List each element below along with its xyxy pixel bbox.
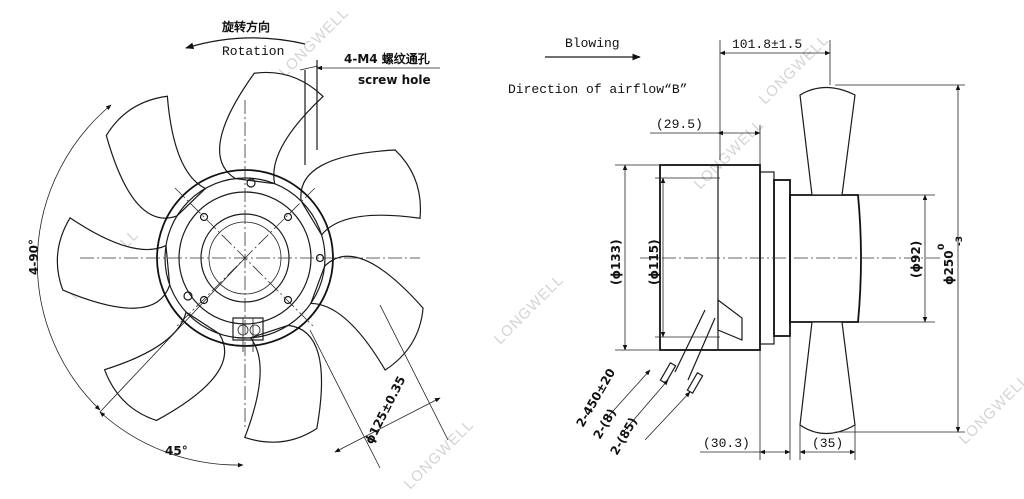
fan-blade [243,324,323,443]
cable-gland-side [717,298,743,341]
dim-30-3-label: (30.3) [703,436,750,451]
fan-blade [105,95,207,219]
fan-blades [56,71,424,443]
rotation-label-en: Rotation [222,44,284,59]
screw-hole [283,295,293,305]
cable-gland [232,317,264,341]
lead-dimension-line [624,379,669,431]
blowing-label: Blowing [565,36,620,51]
rotation-label-cn: 旋转方向 [221,19,270,34]
dim-250-tol-upper: 0 [937,244,947,250]
dim-133-label: (ϕ133) [609,239,623,285]
angle-label-90: 4-90° [27,239,41,275]
side-view: Blowing Direction of airflow“B” 101.8±1.… [508,36,965,460]
dim-250-label: ϕ250 [942,250,956,285]
watermark: LONGWELL [491,271,568,348]
screw-hole [183,291,193,301]
front-view: 旋转方向 Rotation 4-M4 螺纹通孔 screw hole 4-90°… [27,19,449,469]
fan-blade [218,71,324,185]
dim-115-label: (ϕ115) [647,239,661,285]
fan-blade [309,255,424,371]
dim-35-label: (35) [812,436,843,451]
watermark: LONGWELL [401,416,478,493]
airflow-label: Direction of airflow“B” [508,82,687,97]
watermark: LONGWELL [276,4,353,81]
screw-hole [246,178,256,188]
motor-body [659,164,761,351]
fan-blade [103,311,226,422]
fan-blade [56,217,171,309]
angle-arc-90 [36,104,112,411]
cable-end [237,324,249,336]
motor-flange-side [717,164,761,351]
screw-hole [199,295,209,305]
lead-dimension-line [644,391,691,441]
cable-side [674,309,706,373]
pcd-dimension-line [334,397,441,453]
blade-side-lower [799,321,856,435]
diameter-125-label: ϕ125±0.35 [362,374,408,447]
screw-hole-label-cn: 4-M4 螺纹通孔 [344,51,430,66]
blade-side-upper [799,86,856,196]
dim-29-5-label: (29.5) [656,117,703,132]
angle-label-45: 45° [165,444,188,458]
dim-250-tol-lower: -3 [955,236,965,246]
cable-terminal [659,362,677,384]
screw-hole [199,212,209,222]
cable-end [249,324,261,336]
lead-dimension-line [604,369,651,421]
angle-arc-45 [99,411,244,468]
screw-hole-label-en: screw hole [358,73,431,87]
rotor-hub [789,194,862,323]
fan-blade [300,149,422,236]
rotation-arrow [185,37,306,50]
watermark: LONGWELL [956,371,1024,448]
cable-outlet [232,317,264,352]
watermarks: LONGWELL LONGWELL LONGWELL LONGWELL LONG… [66,4,1024,493]
dim-101-8-label: 101.8±1.5 [732,37,802,52]
dim-92-label: (ϕ92) [909,241,923,278]
screw-hole-leader [299,65,319,71]
angle-ref-line [99,257,246,413]
cable-side [687,317,716,381]
screw-hole [283,212,293,222]
